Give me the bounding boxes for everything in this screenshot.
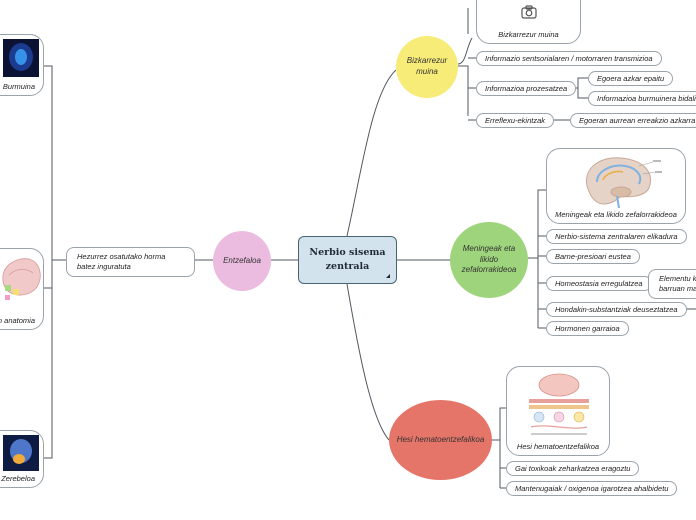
image-card-zerebeloa[interactable]: Zerebeloa (0, 430, 44, 488)
subtopic-label: Hondakin-substantziak deuseztatzea (555, 305, 678, 314)
subtopic-informazio-transmisioa[interactable]: Informazio sentsorialaren / motorraren t… (476, 51, 662, 66)
subtopic-informazioa-prozesatzea[interactable]: Informazioa prozesatzea (476, 81, 577, 96)
cerebellum-scan-illustration (3, 435, 39, 471)
topic-bizkarrezur-muina[interactable]: Bizkarrezur muina (396, 36, 458, 98)
subtopic-elementu-kimikoak[interactable]: Elementu kimikoak barruan mantentzea (648, 269, 696, 300)
camera-icon (521, 5, 537, 19)
subtopic-homeostasia[interactable]: Homeostasia erregulatzea (546, 276, 652, 291)
expand-corner-icon[interactable] (386, 274, 390, 278)
image-card-caption: Zerebeloa (1, 474, 35, 483)
image-card-bizkarrezur[interactable]: Bizkarrezur muina (476, 0, 581, 44)
subtopic-barne-presioa[interactable]: Barne-presioari eustea (546, 249, 640, 264)
image-card-caption: Entzefaloaren anatomia (0, 316, 35, 325)
subtopic-hondakin-substantziak[interactable]: Hondakin-substantziak deuseztatzea (546, 302, 687, 317)
subtopic-elikadura[interactable]: Nerbio-sistema zentralaren elikadura (546, 229, 687, 244)
topic-hesi-title: Hesi hematoentzefalikoa (396, 434, 485, 444)
blood-brain-barrier-illustration (529, 373, 589, 435)
subtopic-erreakzio-azkarra[interactable]: Egoeran aurrean erreakzio azkarra eskain… (570, 113, 696, 128)
subtopic-hezurrez-inguratuta[interactable]: Hezurrez osatutako horma batez inguratut… (66, 247, 195, 278)
image-card-caption: Meningeak eta likido zefalorrakideoa (555, 210, 677, 219)
subtopic-hormonen-garraioa[interactable]: Hormonen garraioa (546, 321, 629, 336)
subtopic-label: Erreflexu-ekintzak (485, 116, 546, 125)
subtopic-gai-toxikoak[interactable]: Gai toxikoak zeharkatzea eragoztu (506, 461, 640, 476)
subtopic-label: Informazio sentsorialaren / motorraren t… (485, 54, 653, 63)
subtopic-erreflexu-ekintzak[interactable]: Erreflexu-ekintzak (476, 113, 555, 128)
image-card-entzefaloaren-anatomia[interactable]: Entzefaloaren anatomia (0, 248, 44, 330)
image-card-burmuina[interactable]: Burmuina (0, 34, 44, 96)
topic-entzefaloa-title: Entzefaloa (223, 255, 261, 265)
central-topic[interactable]: Nerbio sisema zentrala (298, 236, 397, 284)
subtopic-label: Homeostasia erregulatzea (555, 279, 643, 288)
topic-bizkarrezur-title: Bizkarrezur muina (406, 56, 448, 76)
image-card-caption: Hesi hematoentzefalikoa (516, 442, 600, 451)
image-card-meningeak[interactable]: Meningeak eta likido zefalorrakideoa (546, 148, 686, 224)
subtopic-informazioa-burmuinera[interactable]: Informazioa burmuinera bidali (588, 91, 696, 106)
topic-entzefaloa[interactable]: Entzefaloa (213, 231, 271, 291)
topic-meningeak-title: Meningeak eta likido zefalorrakideoa (461, 243, 517, 275)
topic-hesi-hematoentzefalikoa[interactable]: Hesi hematoentzefalikoa (389, 400, 492, 480)
image-card-caption: Burmuina (2, 82, 35, 91)
subtopic-label: Informazioa prozesatzea (485, 84, 568, 93)
subtopic-label: Gai toxikoak zeharkatzea eragoztu (515, 464, 631, 473)
subtopic-label: Barne-presioari eustea (555, 252, 631, 261)
subtopic-mantenugaiak[interactable]: Mantenugaiak / oxigenoa igarotzea ahalbi… (506, 481, 678, 496)
subtopic-label: Elementu kimikoak barruan mantentzea (659, 274, 696, 294)
subtopic-label: Nerbio-sistema zentralaren elikadura (555, 232, 678, 241)
subtopic-label: Egoeran aurrean erreakzio azkarra eskain… (579, 116, 696, 125)
brain-anatomy-illustration (2, 258, 41, 300)
topic-meningeak[interactable]: Meningeak eta likido zefalorrakideoa (450, 222, 528, 298)
central-topic-title: Nerbio sisema zentrala (309, 247, 386, 272)
image-card-hesi[interactable]: Hesi hematoentzefalikoa (506, 366, 610, 456)
subtopic-label: Informazioa burmuinera bidali (597, 94, 696, 103)
image-card-caption: Bizkarrezur muina (498, 30, 559, 39)
subtopic-label: Hormonen garraioa (555, 324, 620, 333)
subtopic-egoera-azkar-epaitu[interactable]: Egoera azkar epaitu (588, 71, 674, 86)
subtopic-label: Mantenugaiak / oxigenoa igarotzea ahalbi… (515, 484, 669, 493)
subtopic-label: Hezurrez osatutako horma batez inguratut… (77, 252, 166, 272)
subtopic-label: Egoera azkar epaitu (597, 74, 665, 83)
meninges-brain-illustration (586, 157, 662, 208)
brain-scan-illustration (3, 39, 39, 77)
